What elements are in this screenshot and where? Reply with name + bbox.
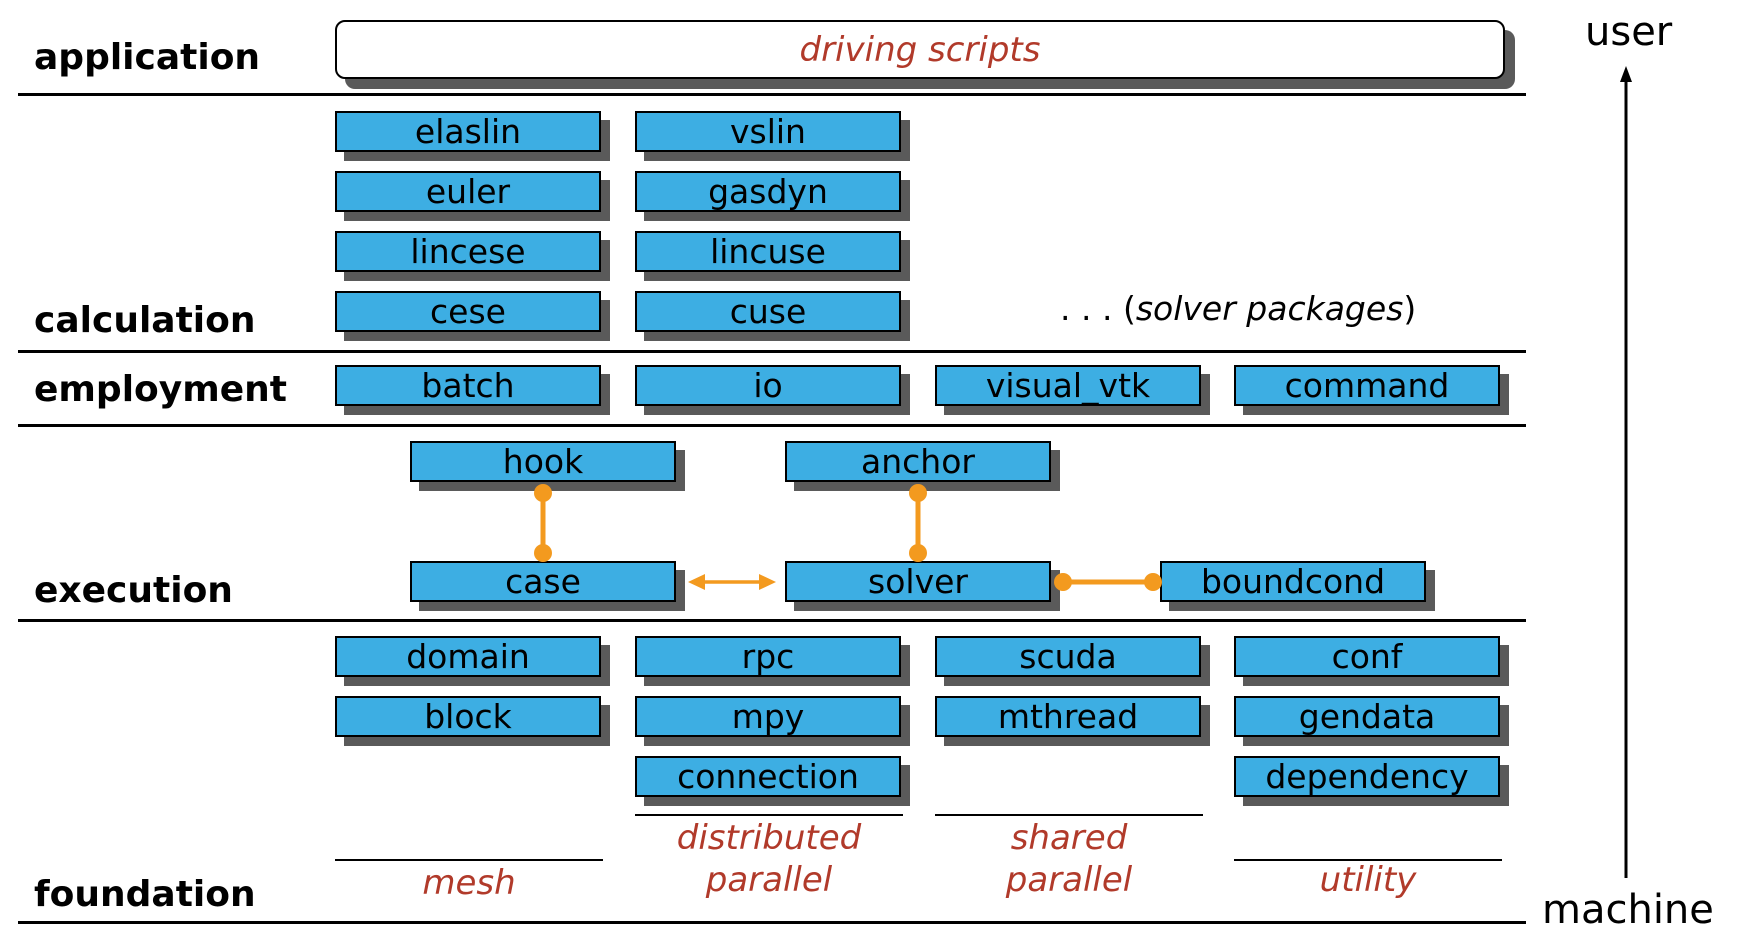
package-box-hook: hook — [410, 441, 676, 482]
package-box-vslin: vslin — [635, 111, 901, 152]
layer-label-foundation: foundation — [34, 874, 256, 915]
package-box-gendata: gendata — [1234, 696, 1500, 737]
separator-execution — [18, 619, 1526, 622]
package-box-visual-vtk: visual_vtk — [935, 365, 1201, 406]
package-box-cuse: cuse — [635, 291, 901, 332]
group-line-shared-parallel — [935, 814, 1203, 816]
package-box-conf: conf — [1234, 636, 1500, 677]
group-line-mesh — [335, 859, 603, 861]
package-box-cese: cese — [335, 291, 601, 332]
connector-dot-hook — [534, 484, 552, 502]
package-box-io: io — [635, 365, 901, 406]
package-box-mthread: mthread — [935, 696, 1201, 737]
package-box-elaslin: elaslin — [335, 111, 601, 152]
axis-label-machine: machine — [1542, 887, 1714, 933]
axis-arrowhead — [1620, 66, 1632, 82]
driving-scripts-box: driving scripts — [335, 20, 1505, 79]
group-line-distributed-parallel — [635, 814, 903, 816]
package-box-mpy: mpy — [635, 696, 901, 737]
connector-dot-solver-right — [1054, 573, 1072, 591]
package-box-command: command — [1234, 365, 1500, 406]
axis-label-user: user — [1585, 9, 1673, 55]
layer-label-execution: execution — [34, 570, 233, 611]
package-box-domain: domain — [335, 636, 601, 677]
package-box-euler: euler — [335, 171, 601, 212]
package-box-anchor: anchor — [785, 441, 1051, 482]
package-box-lincuse: lincuse — [635, 231, 901, 272]
package-box-solver: solver — [785, 561, 1051, 602]
separator-calculation — [18, 350, 1526, 353]
group-label-distributed: distributed — [676, 818, 862, 858]
separator-foundation — [18, 921, 1526, 924]
layer-label-calculation: calculation — [34, 300, 256, 341]
connector-dot-boundcond — [1144, 573, 1162, 591]
connector-dot-solver — [909, 544, 927, 562]
group-label-shared: shared — [1010, 818, 1128, 858]
package-box-boundcond: boundcond — [1160, 561, 1426, 602]
more-prefix: . . . ( — [1060, 289, 1136, 328]
package-box-dependency: dependency — [1234, 756, 1500, 797]
package-box-lincese: lincese — [335, 231, 601, 272]
package-box-block: block — [335, 696, 601, 737]
package-box-connection: connection — [635, 756, 901, 797]
group-line-utility — [1234, 859, 1502, 861]
layer-label-application: application — [34, 37, 261, 78]
group-label-mesh: mesh — [422, 863, 516, 903]
group-label-shared-parallel: parallel — [1005, 860, 1133, 900]
package-box-batch: batch — [335, 365, 601, 406]
arrowhead-right — [759, 574, 776, 590]
separator-application — [18, 93, 1526, 96]
separator-employment — [18, 424, 1526, 427]
group-label-distributed-parallel: parallel — [705, 860, 833, 900]
layer-label-employment: employment — [34, 369, 288, 410]
package-box-scuda: scuda — [935, 636, 1201, 677]
more-italic: solver packages — [1135, 289, 1404, 328]
more-suffix: ) — [1403, 289, 1417, 328]
group-label-utility: utility — [1319, 860, 1417, 900]
more-solver-packages: . . . (solver packages) — [1060, 292, 1416, 325]
arrowhead-left — [688, 574, 705, 590]
package-box-rpc: rpc — [635, 636, 901, 677]
connector-dot-case — [534, 544, 552, 562]
package-box-gasdyn: gasdyn — [635, 171, 901, 212]
connector-dot-anchor — [909, 484, 927, 502]
